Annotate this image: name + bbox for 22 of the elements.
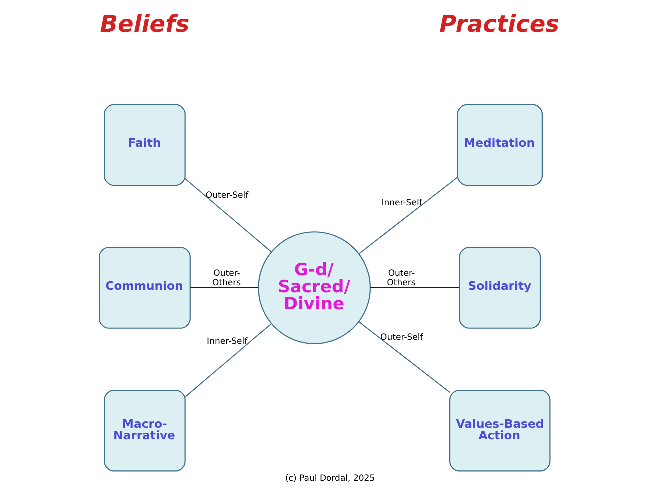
edge-label: Outer-Self <box>380 332 423 343</box>
connector <box>190 288 258 289</box>
node-box: Communion <box>98 247 190 329</box>
node-box: Solidarity <box>458 247 541 329</box>
node-circle: G-d/ Sacred/ Divine <box>258 232 371 344</box>
node-box: Values-Based Action <box>449 390 550 472</box>
connector <box>184 324 272 398</box>
label: Beliefs <box>100 11 190 38</box>
caption: (c) Paul Dordal, 2025 <box>284 474 375 484</box>
connector <box>358 322 450 393</box>
label: Practices <box>439 11 559 38</box>
node-box: Meditation <box>456 104 542 186</box>
node-box: Faith <box>104 104 186 186</box>
node-box: Macro- Narrative <box>104 390 186 472</box>
edge-label: Inner-Self <box>381 198 422 209</box>
connector <box>184 178 272 252</box>
edge-label: Outer- Others <box>386 269 416 289</box>
edge-label: Outer- Others <box>212 269 241 289</box>
connector <box>370 288 460 289</box>
edge-label: Outer-Self <box>205 190 248 201</box>
connector <box>358 177 458 254</box>
edge-label: Inner-Self <box>206 336 248 347</box>
